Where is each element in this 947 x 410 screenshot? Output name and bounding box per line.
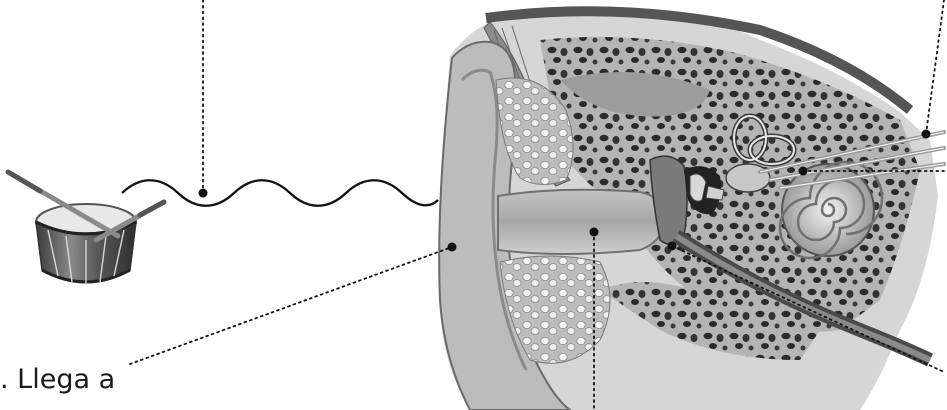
leader-line-wave — [199, 0, 208, 198]
drum-icon — [8, 172, 164, 285]
sound-wave — [122, 180, 438, 206]
leader-line-outer-ear — [130, 243, 457, 365]
caption-text: . Llega a — [0, 364, 115, 395]
leader-line-nerve — [922, 0, 945, 139]
ear-anatomy-illustration — [439, 11, 944, 410]
